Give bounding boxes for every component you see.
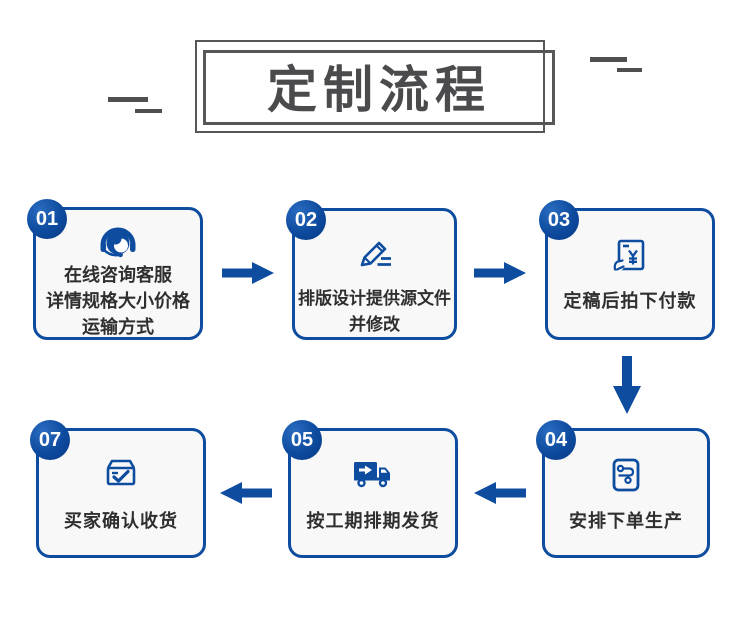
arrow-right-icon xyxy=(222,261,274,290)
step-line: 详情规格大小价格 xyxy=(46,291,190,311)
step-text: 买家确认收货 xyxy=(39,508,203,534)
payment-invoice-icon xyxy=(610,235,650,275)
customer-service-headset-icon xyxy=(96,223,140,261)
step-number-badge: 01 xyxy=(27,199,67,239)
step-text: 定稿后拍下付款 xyxy=(548,288,712,314)
step-text: 安排下单生产 xyxy=(545,508,707,534)
step-line: 按工期排期发货 xyxy=(306,511,440,531)
step-number-badge: 04 xyxy=(536,420,576,460)
title-frame-back xyxy=(195,40,545,133)
decor-dash-right-short xyxy=(617,68,642,72)
step-text: 排版设计提供源文件 并修改 xyxy=(295,286,454,338)
arrow-right-icon xyxy=(474,261,526,290)
step-number-badge: 03 xyxy=(539,200,579,240)
arrow-left-icon xyxy=(220,481,272,510)
step-line: 排版设计提供源文件 xyxy=(298,289,451,308)
step-line: 运输方式 xyxy=(82,317,154,337)
step-line: 并修改 xyxy=(349,315,400,334)
step-line: 买家确认收货 xyxy=(64,511,178,531)
pencil-edit-icon xyxy=(353,237,397,273)
page-title: 定制流程 xyxy=(267,62,491,118)
package-received-icon xyxy=(101,455,141,491)
arrow-down-icon xyxy=(613,356,641,421)
step-text: 按工期排期发货 xyxy=(291,508,455,534)
title-frame-front xyxy=(203,50,555,125)
decor-dash-right-long xyxy=(590,57,627,62)
decor-dash-left-short xyxy=(135,109,162,113)
delivery-truck-icon xyxy=(351,457,395,491)
step-line: 在线咨询客服 xyxy=(64,265,172,285)
production-order-icon xyxy=(606,455,646,495)
step-number-badge: 05 xyxy=(282,420,322,460)
step-box-04: 04 安排下单生产 xyxy=(536,420,710,558)
step-line: 定稿后拍下付款 xyxy=(563,291,697,311)
step-box-02: 02 排版设计提供源文件 并修改 xyxy=(286,200,457,340)
step-text: 在线咨询客服 详情规格大小价格 运输方式 xyxy=(36,262,200,340)
step-box-01: 01 在线咨询客服 详情规格大小价格 运输方式 xyxy=(27,199,203,340)
step-number-badge: 02 xyxy=(286,200,326,240)
step-box-07: 07 买家确认收货 xyxy=(30,420,206,558)
step-box-03: 03 定稿后拍下付款 xyxy=(539,200,715,340)
arrow-left-icon xyxy=(474,481,526,510)
step-box-05: 05 按工期排期发货 xyxy=(282,420,458,558)
step-line: 安排下单生产 xyxy=(569,511,683,531)
step-number-badge: 07 xyxy=(30,420,70,460)
decor-dash-left-long xyxy=(108,97,148,102)
